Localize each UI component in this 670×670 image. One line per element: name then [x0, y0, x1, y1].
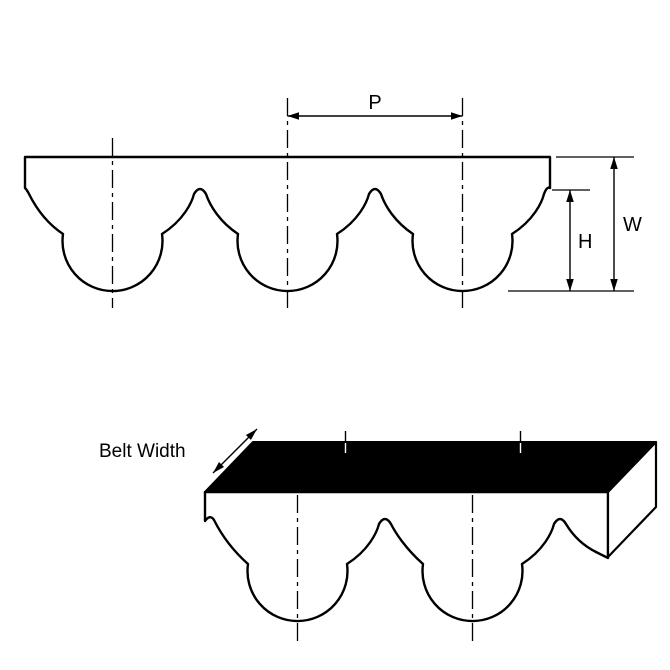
- tooth-height-arrow-top-icon: [566, 190, 574, 202]
- belt-width-label: Belt Width: [99, 441, 186, 462]
- belt-top-face: [204, 441, 657, 493]
- tooth-height-label: H: [578, 231, 592, 253]
- pitch-arrow-right-icon: [451, 112, 463, 120]
- belt-profile-outline: [23, 155, 552, 293]
- pitch-dimension-label: P: [368, 92, 381, 114]
- belt-width-annotation: Belt Width: [99, 428, 258, 474]
- pitch-arrow-left-icon: [287, 112, 299, 120]
- belt-3d-view: Belt Width: [99, 428, 658, 645]
- belt-end-face: [606, 440, 658, 559]
- belt-thickness-label: W: [623, 214, 642, 236]
- belt-thickness-dimension: W: [508, 156, 642, 292]
- thickness-arrow-top-icon: [610, 157, 618, 169]
- belt-width-arrow-tail-icon: [213, 462, 224, 473]
- belt-profile-view: P W H: [23, 92, 642, 308]
- belt-3d-front-profile: [203, 490, 610, 623]
- pitch-dimension: P: [287, 92, 463, 120]
- thickness-arrow-bottom-icon: [610, 279, 618, 291]
- tooth-height-arrow-bottom-icon: [566, 279, 574, 291]
- tooth-height-dimension: H: [552, 189, 592, 291]
- belt-width-arrow-head-icon: [245, 429, 257, 440]
